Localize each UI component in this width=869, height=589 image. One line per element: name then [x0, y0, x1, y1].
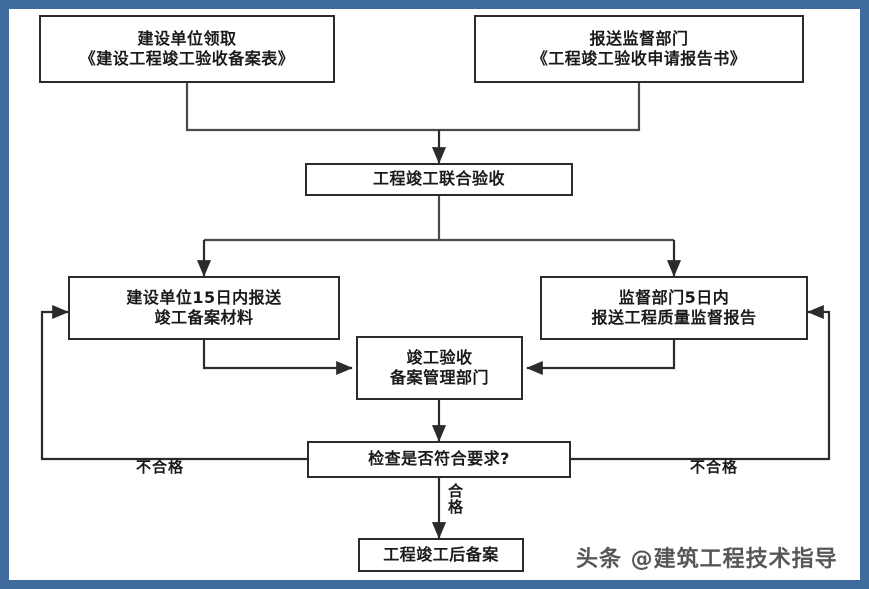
frame-border-top — [0, 0, 869, 9]
node-joint-acceptance[interactable]: 工程竣工联合验收 — [305, 163, 573, 196]
node-right-submit[interactable]: 监督部门5日内 报送工程质量监督报告 — [540, 276, 808, 340]
node-check-decision-line1: 检查是否符合要求? — [368, 449, 510, 469]
node-right-submit-line2: 报送工程质量监督报告 — [591, 308, 757, 327]
node-left-submit-line2: 竣工备案材料 — [154, 308, 254, 327]
frame-border-left — [0, 0, 9, 589]
node-right-submit-line1: 监督部门5日内 — [618, 287, 730, 307]
node-filing-department[interactable]: 竣工验收 备案管理部门 — [356, 336, 523, 400]
node-top-right-line1: 报送监督部门 — [589, 28, 689, 48]
node-top-left-line2: 《建设工程竣工验收备案表》 — [79, 49, 295, 68]
frame-border-right — [860, 0, 869, 589]
node-filing-department-line1: 竣工验收 — [406, 347, 473, 367]
edge-label-fail-right: 不合格 — [690, 458, 739, 476]
edge-label-pass: 合格 — [448, 482, 465, 516]
node-top-right[interactable]: 报送监督部门 《工程竣工验收申请报告书》 — [474, 15, 804, 83]
node-top-left[interactable]: 建设单位领取 《建设工程竣工验收备案表》 — [39, 15, 335, 83]
node-filing-department-line2: 备案管理部门 — [389, 368, 489, 387]
node-top-left-line1: 建设单位领取 — [137, 28, 237, 48]
node-joint-acceptance-line1: 工程竣工联合验收 — [372, 169, 505, 189]
node-left-submit[interactable]: 建设单位15日内报送 竣工备案材料 — [68, 276, 340, 340]
node-final-filing[interactable]: 工程竣工后备案 — [358, 538, 524, 572]
node-final-filing-line1: 工程竣工后备案 — [383, 544, 499, 564]
node-top-right-line2: 《工程竣工验收申请报告书》 — [531, 49, 747, 68]
node-check-decision[interactable]: 检查是否符合要求? — [307, 441, 571, 478]
edge-label-fail-left: 不合格 — [136, 458, 185, 476]
frame-border-bottom — [0, 580, 869, 589]
node-left-submit-line1: 建设单位15日内报送 — [126, 287, 282, 307]
watermark-text: 头条 @建筑工程技术指导 — [576, 547, 838, 572]
